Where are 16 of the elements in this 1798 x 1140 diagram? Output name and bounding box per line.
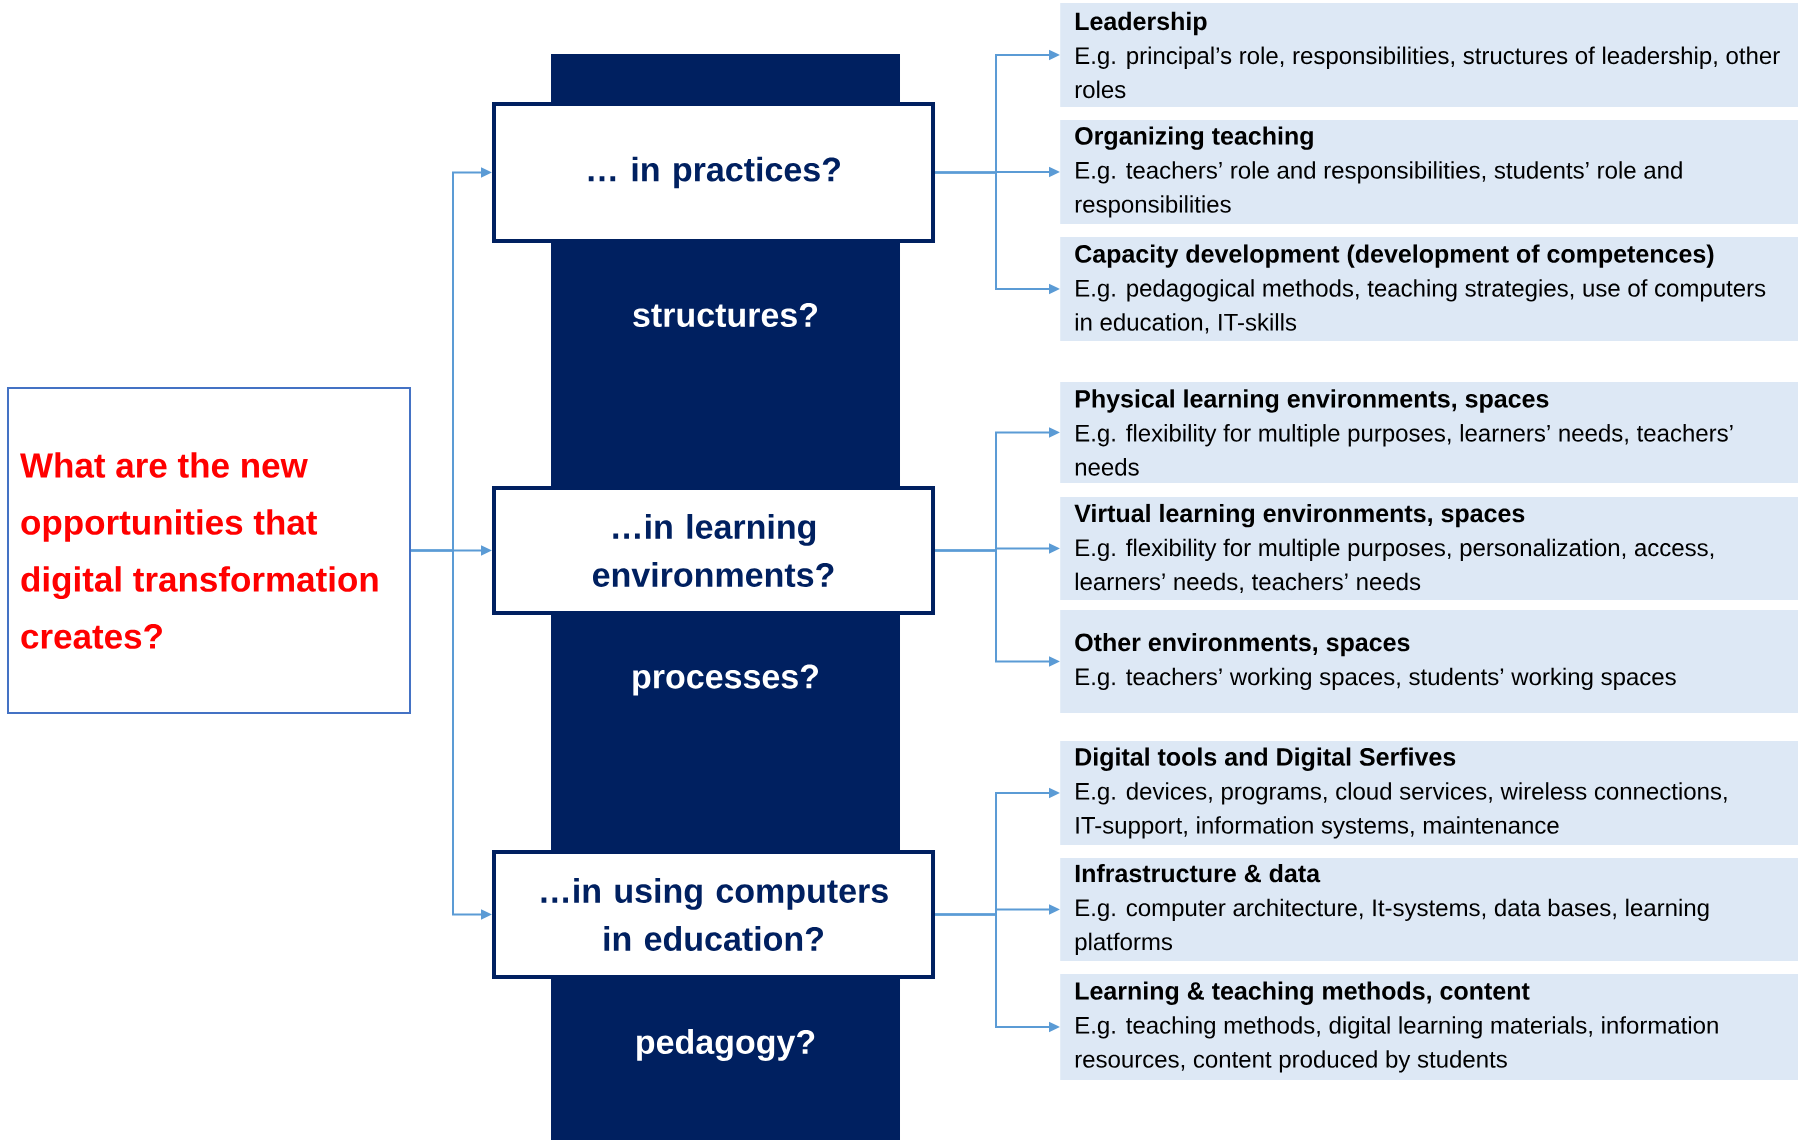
item-box: Leadership E.g. principal’s role, responsibilities, structures of leadership, other roles	[1060, 3, 1798, 107]
item-box: Virtual learning environments, spaces E.g. flexibility for multiple purposes, personalization, access, learners’ needs, teachers’ needs	[1060, 497, 1798, 600]
question-box: …in using computers in education?	[492, 850, 935, 979]
band-label: structures?	[633, 302, 818, 328]
item-box: Infrastructure & data E.g. computer architecture, It-systems, data bases, learning platforms	[1060, 858, 1798, 961]
question-box: … in practices?	[492, 102, 935, 243]
item-box: Organizing teaching E.g. teachers’ role and responsibilities, students’ role and responsibilities	[1060, 120, 1798, 224]
item-box: Digital tools and Digital Serfives E.g. devices, programs, cloud services, wireless connections, IT-support, information systems, maintenance	[1060, 741, 1798, 845]
band-label: pedagogy?	[637, 1029, 815, 1061]
item-box: Other environments, spaces E.g. teachers’ working spaces, students’ working spaces	[1060, 610, 1798, 713]
item-box: Learning & teaching methods, content E.g. teaching methods, digital learning materials, information resources, content produced by students	[1060, 974, 1798, 1080]
question-box: …in learning environments?	[492, 486, 935, 615]
question-box: What are the new opportunities that digital transformation creates?	[7, 387, 411, 714]
item-box: Physical learning environments, spaces E.g. flexibility for multiple purposes, learners’ needs, teachers’ needs	[1060, 382, 1798, 483]
band-label: processes?	[633, 664, 818, 696]
item-box: Capacity development (development of competences) E.g. pedagogical methods, teaching strategies, use of computers in education, IT-skills	[1060, 237, 1798, 341]
